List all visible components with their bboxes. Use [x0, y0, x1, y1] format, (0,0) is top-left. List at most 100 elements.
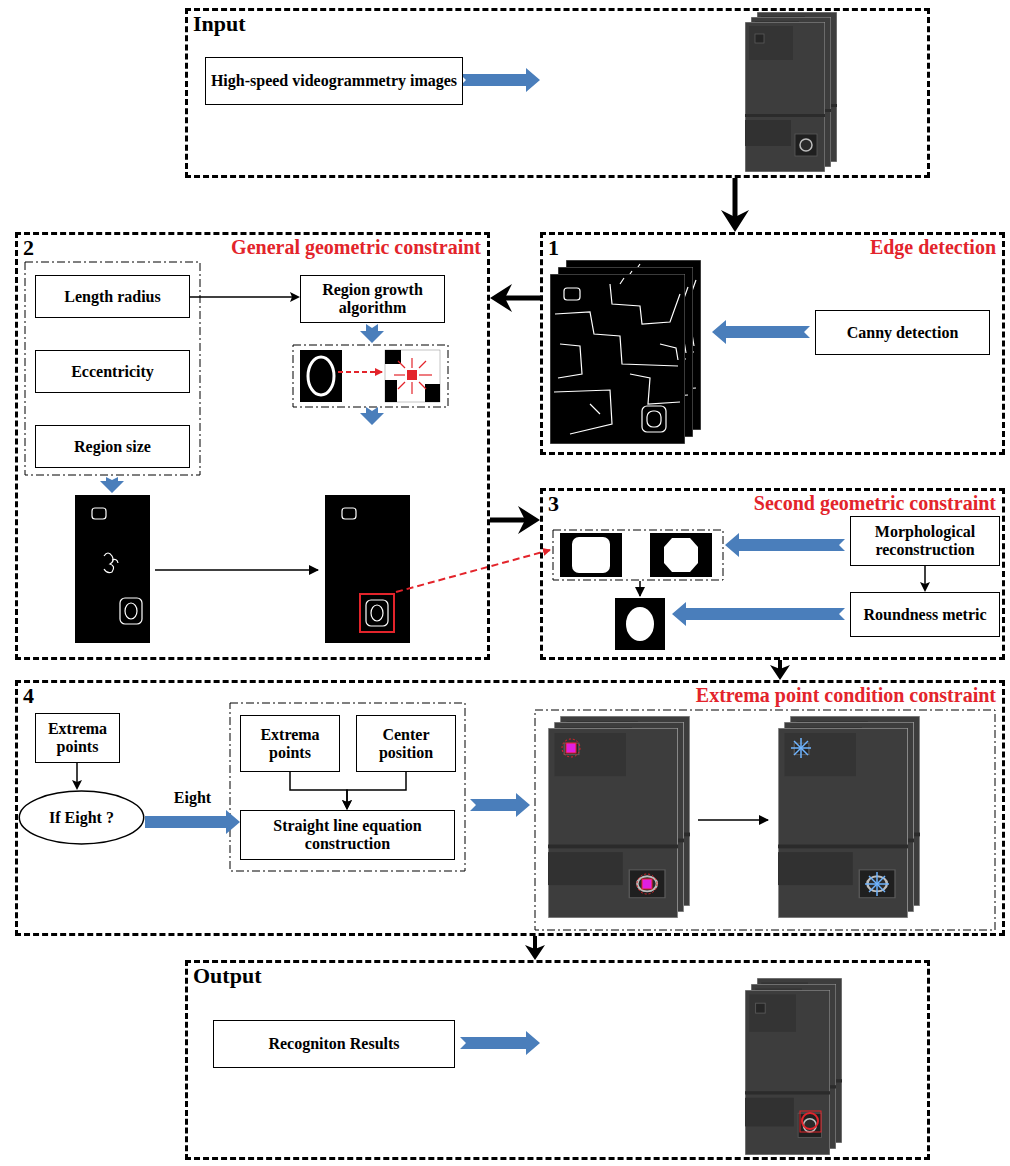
process-box: Extrema points: [240, 715, 340, 772]
video-frame-stack: [778, 716, 920, 918]
arrow-head: [920, 582, 930, 592]
panel-title: Edge detection: [870, 236, 996, 259]
connector: [190, 292, 300, 302]
box-text: Extrema points: [41, 720, 114, 756]
connector: [290, 772, 352, 810]
arrow-head: [770, 665, 790, 680]
connector: [920, 566, 930, 592]
blue-arrow: [672, 602, 845, 626]
flow-arrow: [155, 569, 318, 571]
connector: [490, 506, 540, 534]
connector-line: [778, 660, 782, 669]
arrow-head: [342, 800, 352, 810]
connector: [721, 178, 749, 232]
process-box: Extrema points: [35, 713, 120, 763]
arrow-head: [490, 284, 512, 312]
arrow-head: [518, 506, 540, 534]
box-text: Straight line equation construction: [246, 817, 449, 853]
connector-line: [924, 566, 926, 584]
panel-title: General geometric constraint: [231, 236, 481, 259]
connector-line: [505, 296, 540, 301]
process-box: Morphological reconstruction: [850, 516, 1000, 566]
blue-arrow: [460, 68, 540, 92]
input-panel: InputHigh-speed videogrammetry images: [185, 8, 930, 178]
process-box: Canny detection: [815, 310, 990, 355]
connector: [770, 660, 790, 680]
group-outline: [293, 345, 448, 407]
stage-panel: 3 Second geometric constraintMorphologica…: [540, 488, 1005, 660]
panel-title: Second geometric constraint: [754, 492, 996, 515]
box-text: Canny detection: [847, 324, 959, 342]
constraint-box: Eccentricity: [35, 350, 190, 393]
input-box: High-speed videogrammetry images: [205, 57, 463, 105]
flow-arrow: [639, 581, 641, 596]
arrow-head: [721, 210, 749, 232]
process-box: Straight line equation construction: [240, 810, 455, 860]
arrow-head: [525, 945, 545, 960]
box-text: High-speed videogrammetry images: [211, 72, 457, 90]
panel-heading: 2: [23, 236, 34, 260]
edge-label: Eight: [174, 789, 211, 807]
connector-line: [733, 178, 738, 217]
stage-panel: 2 General geometric constraintLength radi…: [15, 232, 490, 660]
arrow-head: [72, 780, 82, 790]
panel-heading: 1: [548, 236, 559, 260]
region-growth-illustration: [300, 350, 440, 402]
connector: [145, 810, 240, 834]
video-frame-stack: [745, 12, 837, 172]
video-frame-stack: [745, 978, 842, 1155]
blue-arrow: [725, 533, 845, 557]
connector: [72, 763, 82, 790]
blue-arrow: [100, 477, 124, 493]
stage-panel: 1 Edge detectionCanny detection: [540, 232, 1005, 455]
video-frame-stack: [548, 716, 690, 918]
edge-image-stack: [550, 260, 701, 444]
box-text: Center position: [362, 726, 450, 762]
connector: [342, 772, 406, 810]
panel-heading: 4: [23, 684, 34, 708]
blue-arrow: [470, 793, 530, 817]
box-text: If Eight ?: [49, 809, 114, 827]
connector-line: [533, 936, 537, 949]
candidate-image: [325, 495, 410, 643]
process-box: Roundness metric: [850, 592, 1000, 637]
panel-heading: Input: [193, 12, 246, 36]
panel-heading: Output: [193, 964, 261, 988]
box-text: Roundness metric: [863, 606, 986, 624]
connector-line: [490, 518, 525, 523]
ellipse-shape: [19, 791, 143, 844]
process-box: Center position: [356, 715, 456, 772]
blue-arrow: [360, 324, 384, 343]
output-box: Recogniton Results: [213, 1020, 455, 1068]
candidate-image: [75, 495, 150, 643]
blue-arrow: [360, 407, 384, 425]
connector: [490, 284, 540, 312]
box-text: Length radius: [64, 288, 160, 306]
red-dashed-pointer: [396, 550, 550, 592]
box-text: Extrema points: [246, 726, 334, 762]
connector-line: [76, 763, 78, 782]
blue-arrow: [460, 1031, 540, 1055]
constraint-box: Length radius: [35, 275, 190, 318]
box-text: Eccentricity: [71, 363, 154, 381]
box-text: Region size: [74, 438, 151, 456]
box-text: Region growth algorithm: [306, 281, 439, 317]
blue-arrow: [712, 320, 810, 344]
panel-title: Extrema point condition constraint: [696, 684, 996, 707]
connector-line: [347, 772, 406, 802]
process-box: Region growth algorithm: [300, 275, 445, 323]
stage-panel: 4 Extrema point condition constraintExtre…: [15, 680, 1005, 936]
blob-image: [615, 598, 665, 650]
group-outline: [230, 703, 465, 871]
connector: [525, 936, 545, 960]
arrow-head: [290, 292, 300, 302]
box-text: Morphological reconstruction: [856, 523, 994, 559]
connector-line: [290, 772, 347, 802]
panel-heading: 3: [548, 492, 559, 516]
connector-line: [190, 296, 292, 298]
blob-image: [560, 533, 712, 577]
box-text: Recogniton Results: [268, 1035, 399, 1053]
